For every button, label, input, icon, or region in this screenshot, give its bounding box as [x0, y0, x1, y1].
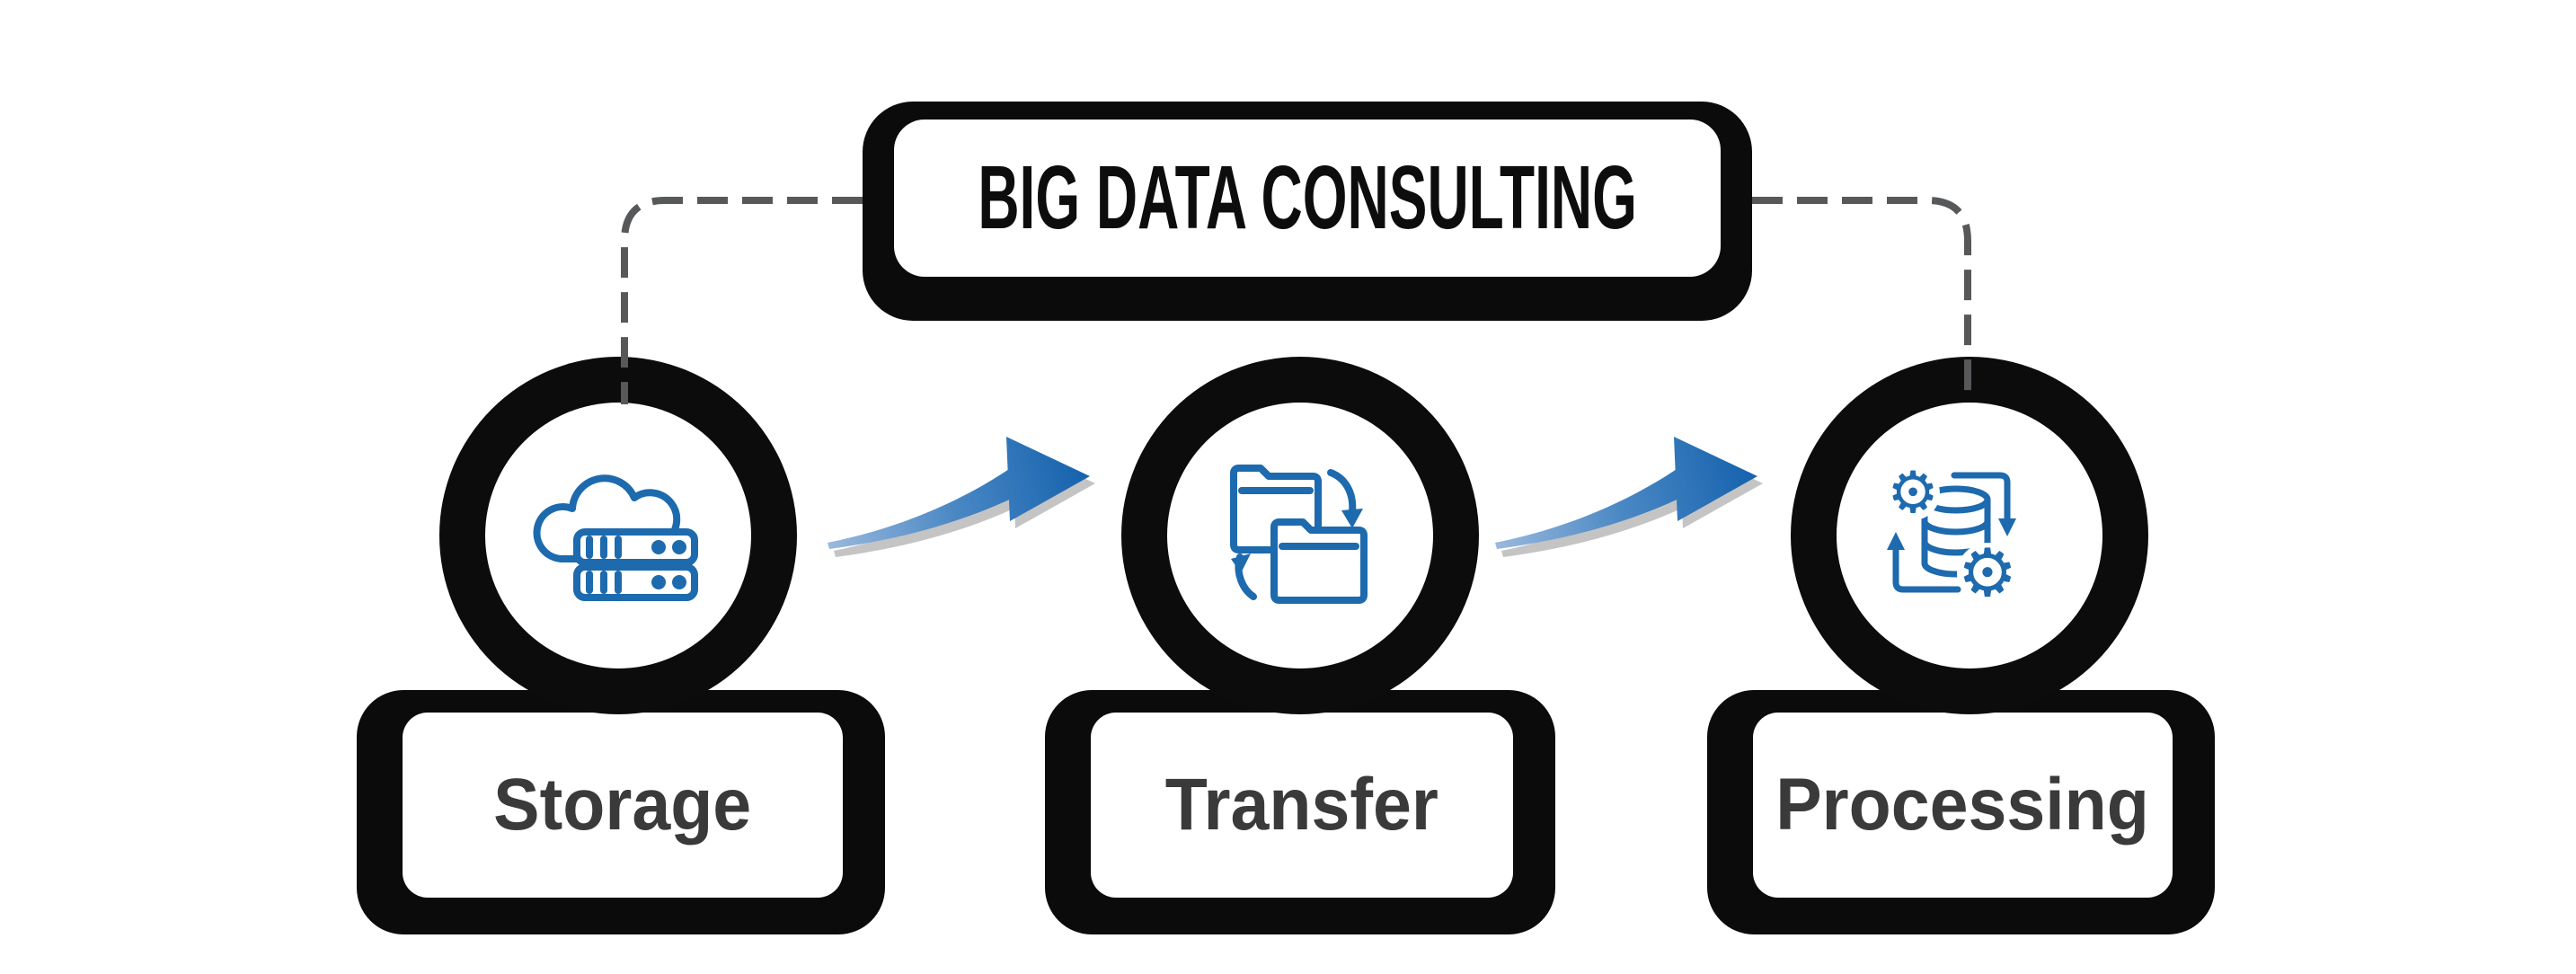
- cloud-server-icon: [533, 474, 698, 601]
- flow-arrow-icon: [1495, 437, 1763, 557]
- processing-label: Processing: [1775, 764, 2150, 846]
- storage-label-box: Storage: [357, 690, 885, 934]
- transfer-label: Transfer: [1164, 764, 1439, 846]
- title-box: BIG DATA CONSULTING: [863, 102, 1752, 321]
- gear-backing: [1886, 466, 1940, 520]
- transfer-node-circle: [1121, 357, 1479, 714]
- processing-node-circle: ⚙ ⚙: [1791, 357, 2148, 714]
- flow-arrow-icon: [828, 437, 1095, 557]
- transfer-label-box: Transfer: [1045, 690, 1555, 934]
- gear-icon: ⚙: [1887, 460, 1938, 527]
- storage-label: Storage: [493, 764, 752, 846]
- page-title: BIG DATA CONSULTING: [978, 147, 1637, 248]
- storage-node-circle: [439, 357, 797, 714]
- processing-label-box: Processing: [1707, 690, 2215, 934]
- gear-icon: ⚙: [1958, 535, 2017, 612]
- gear-backing: [1957, 543, 2018, 604]
- data-processing-icon: ⚙ ⚙: [1886, 460, 2018, 612]
- folder-transfer-icon: [1230, 465, 1368, 604]
